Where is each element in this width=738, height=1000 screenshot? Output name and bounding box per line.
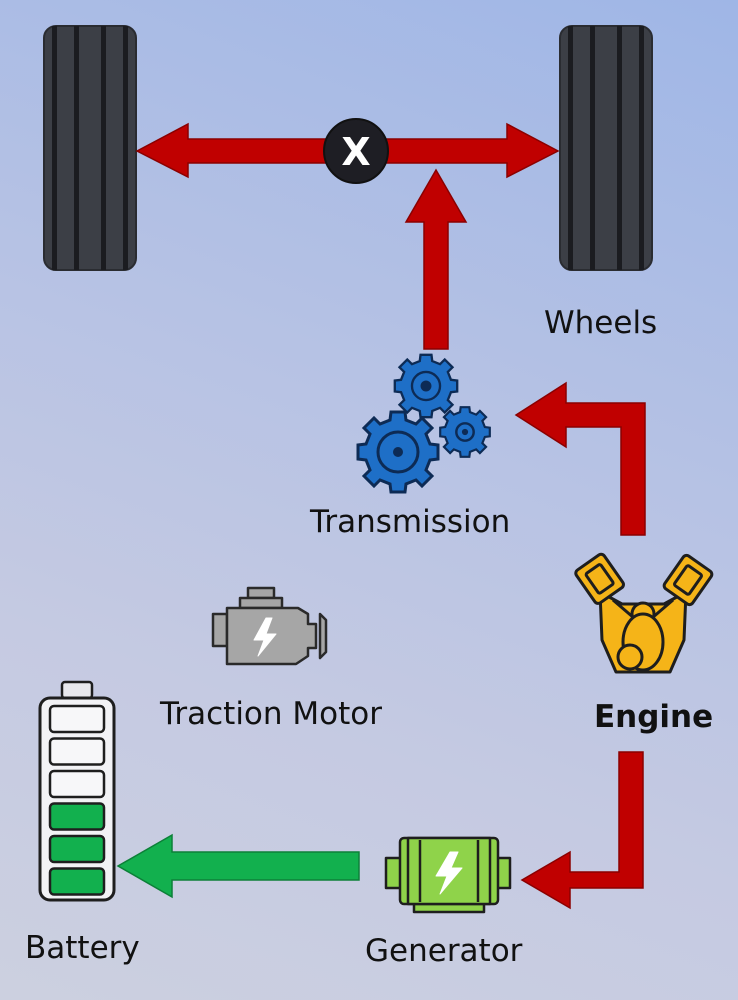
battery-cells — [48, 704, 106, 896]
axle-lock-icon: X — [323, 118, 389, 184]
small-gear-icon — [439, 406, 491, 458]
engine-label: Engine — [594, 699, 714, 735]
transmission-label: Transmission — [310, 504, 511, 540]
axle-lock-symbol: X — [341, 130, 370, 174]
large-gear-icon — [356, 410, 440, 494]
right-tire-icon — [559, 25, 653, 271]
battery-label: Battery — [25, 930, 140, 966]
engine-to-transmission-arrow — [514, 381, 646, 536]
transmission-to-axle-arrow — [404, 168, 468, 350]
battery-cell-empty — [48, 769, 106, 799]
traction-motor-label: Traction Motor — [160, 696, 382, 732]
top-gear-icon — [393, 353, 459, 419]
generator-label: Generator — [365, 933, 523, 969]
battery-cell-empty — [48, 704, 106, 734]
left-tire-icon — [43, 25, 137, 271]
traction-motor-icon — [211, 586, 328, 666]
battery-cell-charged — [48, 834, 106, 864]
motor-lightning-icon — [253, 617, 277, 657]
generator-to-battery-arrow — [116, 833, 360, 899]
generator-icon — [384, 836, 512, 914]
battery-cell-charged — [48, 802, 106, 831]
transmission-gears-icon — [356, 353, 491, 494]
generator-lightning-icon — [435, 851, 463, 895]
wheels-label: Wheels — [544, 305, 658, 341]
battery-icon — [38, 680, 116, 902]
battery-cell-empty — [48, 737, 106, 766]
battery-cell-charged — [48, 867, 106, 896]
engine-to-generator-arrow — [520, 751, 644, 910]
engine-icon — [574, 552, 714, 674]
